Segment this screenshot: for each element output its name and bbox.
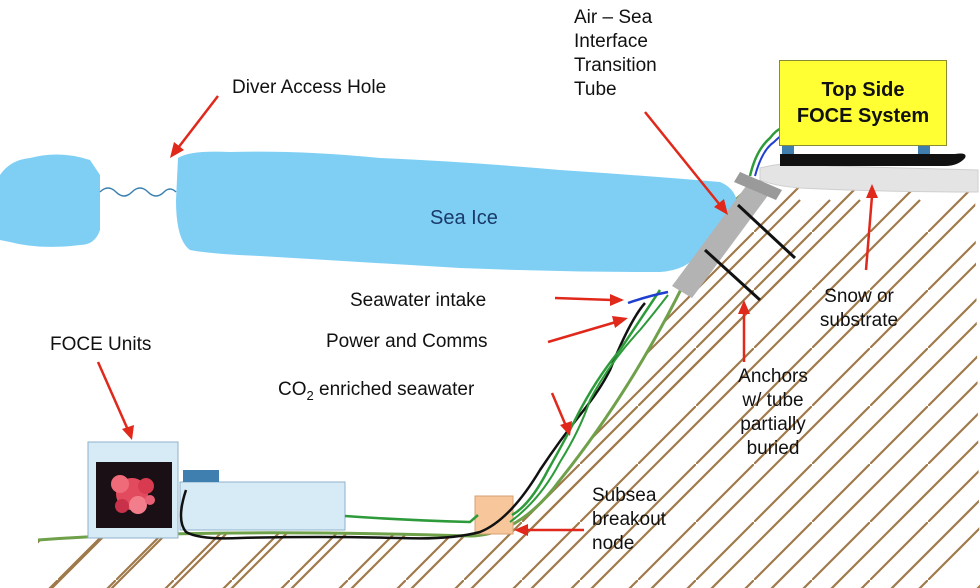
topside-cable-green: [748, 126, 783, 177]
label-air-sea-tube: Air – Sea Interface Transition Tube: [574, 6, 657, 102]
cable-black: [179, 302, 646, 540]
arrow-node-head: [514, 524, 528, 536]
arrow-power: [547, 320, 617, 344]
access-hole-water: [99, 187, 177, 197]
label-co2-prefix: CO: [278, 379, 307, 400]
label-air-sea-line3: Transition: [574, 55, 657, 76]
label-anchors-line2: w/ tube: [742, 390, 804, 411]
arrow-snow-head: [866, 184, 878, 198]
arrow-intake-head: [610, 294, 624, 306]
snow-substrate: [759, 162, 979, 193]
topside-line2: FOCE System: [796, 105, 930, 127]
label-anchors-line3: partially: [740, 414, 806, 435]
arrow-anchors-head: [738, 300, 750, 314]
cable-green-b: [511, 289, 662, 517]
label-power-comms: Power and Comms: [326, 331, 488, 352]
topside-line1: Top Side: [821, 79, 905, 101]
label-subsea-node: Subsea breakout node: [592, 484, 666, 556]
arrow-power-head: [612, 316, 628, 328]
sea-ice: [0, 151, 739, 272]
label-sea-ice: Sea Ice: [430, 207, 498, 229]
label-seawater-intake: Seawater intake: [350, 290, 487, 311]
subsea-breakout-node: [474, 495, 514, 535]
label-diver-access-hole: Diver Access Hole: [232, 77, 387, 98]
label-subsea-line2: breakout: [592, 509, 666, 530]
label-anchors: Anchors w/ tube partially buried: [718, 365, 828, 461]
label-anchors-line1: Anchors: [738, 366, 808, 387]
label-co2-suffix: enriched seawater: [313, 379, 475, 400]
cable-blue-intake: [627, 290, 669, 305]
arrow-foce: [96, 361, 130, 431]
label-snow-line2: substrate: [819, 310, 899, 331]
topside-foce-box: Top Side FOCE System: [779, 60, 947, 146]
arrow-tube: [644, 111, 721, 206]
foce-unit: [87, 441, 346, 539]
arrow-co2-head: [560, 421, 572, 436]
label-subsea-line1: Subsea: [592, 485, 657, 506]
arrow-diver-access: [177, 95, 219, 149]
arrow-diver-access-head: [170, 142, 184, 158]
coral-image: [111, 475, 155, 514]
label-snow-substrate: Snow or substrate: [804, 285, 914, 333]
label-air-sea-line4: Tube: [574, 79, 617, 100]
label-foce-units: FOCE Units: [50, 334, 152, 355]
arrow-snow: [864, 195, 874, 271]
label-air-sea-line1: Air – Sea: [574, 7, 653, 28]
topside-sled: [780, 146, 966, 166]
label-snow-line1: Snow or: [824, 286, 894, 307]
label-co2-sub: 2: [306, 387, 314, 403]
label-subsea-line3: node: [592, 533, 635, 554]
label-anchors-line4: buried: [746, 438, 800, 459]
arrow-foce-head: [122, 425, 134, 440]
arrow-co2: [550, 392, 568, 427]
arrow-intake: [554, 296, 613, 302]
label-co2-seawater: CO2 enriched seawater: [278, 378, 474, 407]
label-air-sea-line2: Interface: [574, 31, 648, 52]
arrow-tube-head: [714, 199, 728, 215]
cable-green-c: [509, 294, 669, 523]
cable-green-a: [344, 514, 479, 524]
transition-tube: [672, 172, 797, 302]
annotation-arrows: [96, 95, 878, 536]
